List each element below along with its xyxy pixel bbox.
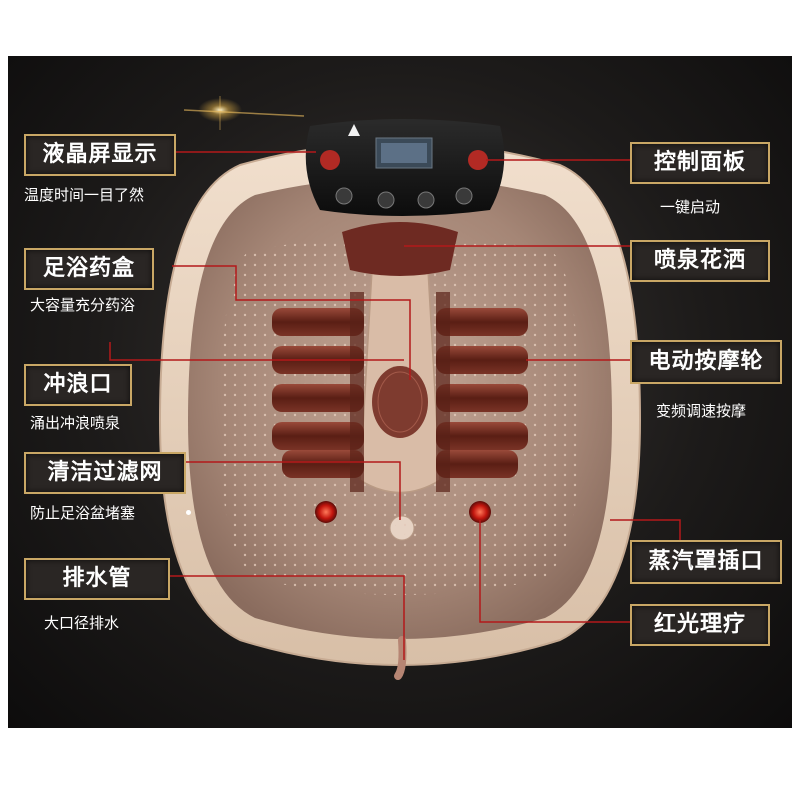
callout-control-title: 控制面板 — [630, 142, 770, 184]
light-flare — [184, 96, 305, 130]
callout-medicine-title: 足浴药盒 — [24, 248, 154, 290]
callout-surf-title: 冲浪口 — [24, 364, 132, 406]
callout-drain-desc: 大口径排水 — [44, 614, 120, 632]
callout-lcd-desc: 温度时间一目了然 — [24, 186, 145, 204]
callout-filter-desc: 防止足浴盆堵塞 — [30, 504, 136, 522]
filter-dot-left — [186, 510, 191, 515]
callout-massage-desc: 变频调速按摩 — [656, 402, 747, 420]
callout-control-desc: 一键启动 — [660, 198, 721, 216]
massage-rollers-right — [436, 308, 528, 478]
callout-steam-title: 蒸汽罩插口 — [630, 540, 782, 584]
callout-medicine-desc: 大容量充分药浴 — [30, 296, 136, 314]
callout-surf-desc: 涌出冲浪喷泉 — [30, 414, 121, 432]
callout-lcd-title: 液晶屏显示 — [24, 134, 176, 176]
warning-icon — [348, 124, 360, 136]
callout-massage-title: 电动按摩轮 — [630, 340, 782, 384]
callout-filter-title: 清洁过滤网 — [24, 452, 186, 494]
callout-drain-title: 排水管 — [24, 558, 170, 600]
callout-fountain-title: 喷泉花洒 — [630, 240, 770, 282]
callout-redlight-title: 红光理疗 — [630, 604, 770, 646]
